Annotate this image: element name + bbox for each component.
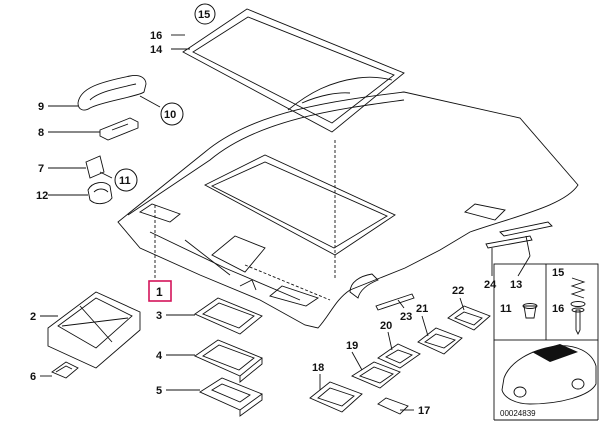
part-label-1: 1 [156, 285, 163, 299]
part-label-3: 3 [156, 310, 162, 322]
fastener-inset [493, 263, 599, 421]
rail-24 [485, 235, 533, 249]
part-labels: 16 14 15 9 10 8 7 11 12 1 2 6 3 4 5 18 1… [30, 3, 564, 418]
frame-3 [194, 297, 263, 335]
part-label-17: 17 [418, 405, 430, 417]
frame-22 [447, 305, 491, 331]
bracket-8 [99, 117, 139, 141]
headliner [117, 91, 579, 329]
switch-6 [51, 361, 79, 379]
strip-23 [375, 293, 415, 311]
switch-17 [377, 397, 409, 415]
part-label-14: 14 [150, 44, 163, 56]
lamp-5 [199, 377, 263, 417]
part-label-9: 9 [38, 101, 44, 113]
part-label-11: 11 [119, 175, 131, 187]
lamp-19 [351, 361, 401, 389]
part-label-23: 23 [400, 311, 412, 323]
part-label-8: 8 [38, 127, 44, 139]
grab-handle-9 [77, 75, 147, 111]
part-label-15: 15 [198, 9, 210, 21]
part-label-22: 22 [452, 285, 464, 297]
sunroof-panel [182, 8, 405, 133]
cap-12 [87, 182, 113, 205]
part-label-2: 2 [30, 311, 36, 323]
frame-21 [417, 327, 463, 355]
console-2 [47, 291, 141, 369]
part-label-5: 5 [156, 385, 162, 397]
part-label-4: 4 [156, 350, 163, 362]
leader-lines [40, 34, 531, 411]
inset-label-11: 11 [500, 303, 512, 315]
highlight-box [148, 280, 172, 302]
rail-13 [499, 221, 553, 257]
part-label-19: 19 [346, 340, 358, 352]
part-label-12: 12 [36, 190, 48, 202]
document-number: 00024839 [500, 409, 536, 418]
lamp-20 [377, 343, 421, 369]
car-thumbnail [501, 344, 597, 405]
part-label-10: 10 [164, 109, 176, 121]
part-label-6: 6 [30, 371, 36, 383]
inset-label-16: 16 [552, 303, 564, 315]
part-label-18: 18 [312, 362, 324, 374]
part-label-24: 24 [484, 279, 497, 291]
part-label-16: 16 [150, 30, 162, 42]
part-label-13: 13 [510, 279, 522, 291]
part-label-20: 20 [380, 320, 392, 332]
part-label-21: 21 [416, 303, 428, 315]
cover-7 [85, 155, 105, 179]
frame-4 [194, 339, 263, 383]
lamp-18 [309, 381, 363, 413]
part-label-7: 7 [38, 163, 44, 175]
inset-label-15: 15 [552, 267, 564, 279]
